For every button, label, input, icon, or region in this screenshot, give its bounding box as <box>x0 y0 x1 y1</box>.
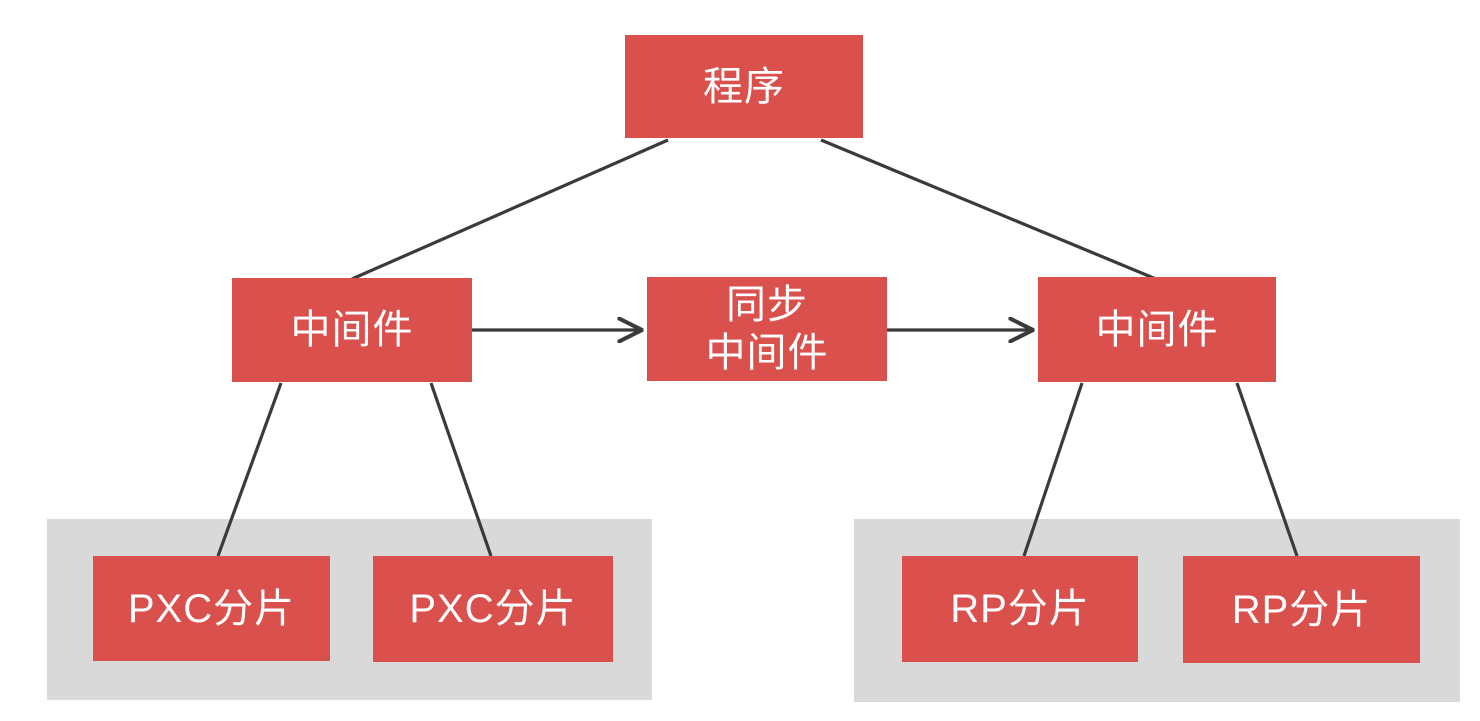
edge-program-middleware-left <box>351 138 669 281</box>
node-rp-shard-2: RP分片 <box>1183 556 1420 663</box>
node-middleware-left: 中间件 <box>232 278 472 382</box>
node-program: 程序 <box>625 35 863 138</box>
node-pxc-shard-1: PXC分片 <box>93 556 330 661</box>
node-pxc-shard-2: PXC分片 <box>373 556 613 662</box>
node-rp-shard-1: RP分片 <box>902 556 1138 662</box>
edge-program-middleware-right <box>820 138 1157 281</box>
node-middleware-right: 中间件 <box>1038 277 1276 382</box>
node-sync-middleware: 同步 中间件 <box>647 277 887 381</box>
